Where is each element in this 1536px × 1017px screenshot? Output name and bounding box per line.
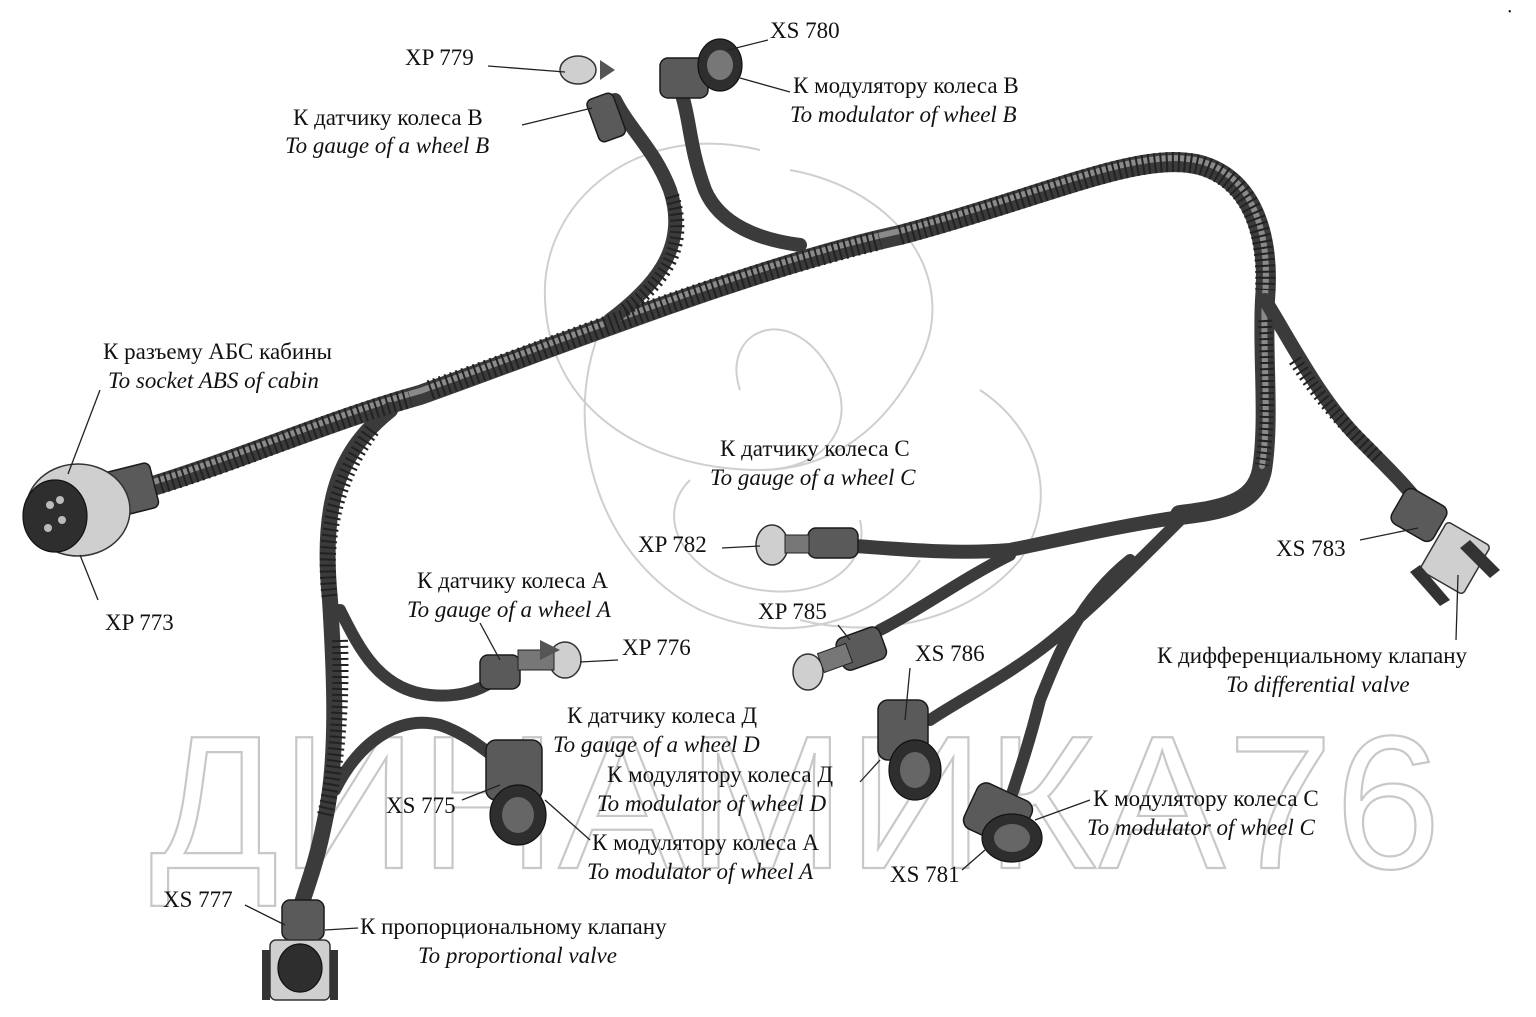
- label-en: To gauge of a wheel D: [553, 732, 760, 757]
- label-ru: К модулятору колеса В: [793, 73, 1019, 98]
- label-modulator-a: XS 775 К модулятору колеса А To modulato…: [386, 793, 819, 884]
- label-modulator-c: К модулятору колеса С To modulator of wh…: [890, 786, 1319, 887]
- label-code: XP 779: [405, 45, 474, 70]
- label-code: XP 782: [638, 532, 707, 557]
- label-cabin-socket: К разъему АБС кабины To socket ABS of ca…: [103, 339, 332, 635]
- connector-xs775: [485, 739, 547, 846]
- label-en: To differential valve: [1226, 672, 1410, 697]
- connector-xp782: [755, 524, 859, 566]
- label-en: To modulator of wheel B: [790, 102, 1017, 127]
- label-ru: К дифференциальному клапану: [1157, 643, 1468, 668]
- label-en: To modulator of wheel D: [597, 791, 827, 816]
- connector-xs780: [659, 38, 743, 99]
- label-en: To modulator of wheel C: [1087, 815, 1316, 840]
- label-code: XS 781: [890, 862, 960, 887]
- label-ru: К модулятору колеса А: [592, 830, 819, 855]
- connector-xs777: [262, 899, 338, 1001]
- connector-xs781: [962, 782, 1043, 863]
- connector-xp776: [479, 640, 582, 690]
- corner-mark: •: [1508, 7, 1512, 18]
- label-en: To gauge of a wheel A: [407, 597, 612, 622]
- label-ru: К пропорциональному клапану: [360, 914, 667, 939]
- label-ru: К модулятору колеса С: [1093, 786, 1319, 811]
- label-en: To gauge of a wheel B: [285, 133, 489, 158]
- label-en: To socket ABS of cabin: [108, 368, 319, 393]
- label-en: To gauge of a wheel C: [710, 465, 916, 490]
- label-en: To modulator of wheel A: [587, 859, 814, 884]
- label-modulator-d: XS 786 К модулятору колеса Д To modulato…: [597, 641, 985, 816]
- label-code: XS 783: [1276, 536, 1346, 561]
- label-differential: XS 783 К дифференциальному клапану To di…: [1157, 536, 1468, 697]
- label-ru: К датчику колеса Д: [567, 703, 757, 728]
- label-ru: К датчику колеса С: [720, 436, 910, 461]
- label-ru: К модулятору колеса Д: [607, 762, 833, 787]
- label-ru: К датчику колеса В: [293, 105, 483, 130]
- watermark-text: ДИНАМИКА76: [150, 697, 1443, 909]
- label-code: XP 785: [758, 599, 827, 624]
- connector-xp773: [22, 462, 160, 557]
- label-code: XP 773: [105, 610, 174, 635]
- connector-xs786: [877, 699, 942, 801]
- label-modulator-b: XS 780 К модулятору колеса В To modulato…: [770, 18, 1019, 127]
- label-code: XS 780: [770, 18, 840, 43]
- connector-xp785: [792, 626, 888, 691]
- label-code: XP 776: [622, 635, 691, 660]
- label-gauge-d: XP 785 К датчику колеса Д To gauge of a …: [553, 599, 827, 757]
- label-en: To proportional valve: [418, 943, 617, 968]
- label-ru: К разъему АБС кабины: [103, 339, 332, 364]
- connector-xs783: [1390, 487, 1500, 606]
- label-ru: К датчику колеса А: [417, 568, 608, 593]
- label-gauge-b: XP 779 К датчику колеса В To gauge of a …: [285, 45, 489, 158]
- label-gauge-c: К датчику колеса С To gauge of a wheel C…: [638, 436, 916, 557]
- label-code: XS 777: [163, 887, 233, 912]
- connector-xp779: [559, 55, 627, 143]
- label-gauge-a: К датчику колеса А To gauge of a wheel A…: [407, 568, 691, 660]
- leader-lines: [67, 39, 1459, 931]
- label-code: XS 775: [386, 793, 456, 818]
- label-proportional: XS 777 К пропорциональному клапану To pr…: [163, 887, 667, 968]
- label-code: XS 786: [915, 641, 985, 666]
- corrugation: [157, 152, 1385, 817]
